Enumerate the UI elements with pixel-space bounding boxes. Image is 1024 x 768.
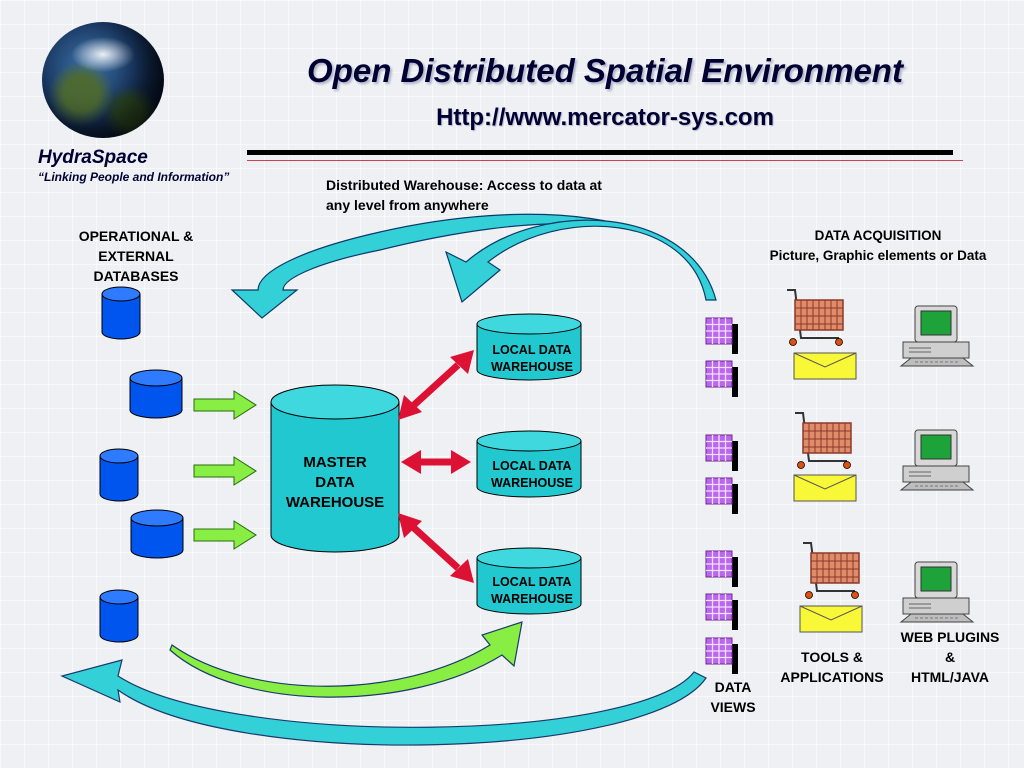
local-warehouse-1-label: LOCAL DATA WAREHOUSE <box>491 343 573 374</box>
bottom-green-arrow <box>169 621 523 698</box>
database-cylinder-icon <box>129 369 183 419</box>
database-cylinder-icon <box>99 448 139 502</box>
operational-databases-label: OPERATIONAL & EXTERNAL DATABASES <box>78 228 194 284</box>
website-url[interactable]: Http://www.mercator-sys.com <box>436 104 774 131</box>
title-divider-red <box>247 160 963 161</box>
data-views-label: DATA VIEWS <box>710 679 756 715</box>
red-arrow-middle <box>401 450 471 474</box>
page-title: Open Distributed Spatial Environment <box>307 52 903 89</box>
local-warehouse-3-label: LOCAL DATA WAREHOUSE <box>491 575 573 606</box>
tools-applications-label: TOOLS & APPLICATIONS <box>780 649 884 685</box>
globe-icon <box>42 22 164 138</box>
bottom-cyan-arrow <box>60 659 707 746</box>
top-return-arrow-right <box>444 219 717 304</box>
data-acquisition-subtitle: Picture, Graphic elements or Data <box>769 248 987 263</box>
brand-tagline: “Linking People and Information” <box>38 170 230 184</box>
master-data-warehouse <box>270 384 400 553</box>
master-warehouse-label: MASTER DATA WAREHOUSE <box>285 454 385 511</box>
data-acquisition-title: DATA ACQUISITION <box>814 228 942 243</box>
red-arrow-upper <box>398 350 474 420</box>
red-arrow-lower <box>398 513 474 583</box>
web-plugins-label: WEB PLUGINS & HTML/JAVA <box>900 629 1000 685</box>
brand-name: HydraSpace <box>38 147 148 168</box>
database-cylinder-icon <box>101 286 141 340</box>
distributed-warehouse-note: Distributed Warehouse: Access to data at… <box>326 177 602 213</box>
local-warehouse-2-label: LOCAL DATA WAREHOUSE <box>491 459 573 490</box>
database-cylinder-icon <box>99 589 139 643</box>
title-divider-black <box>247 150 953 155</box>
database-cylinder-icon <box>130 509 184 559</box>
